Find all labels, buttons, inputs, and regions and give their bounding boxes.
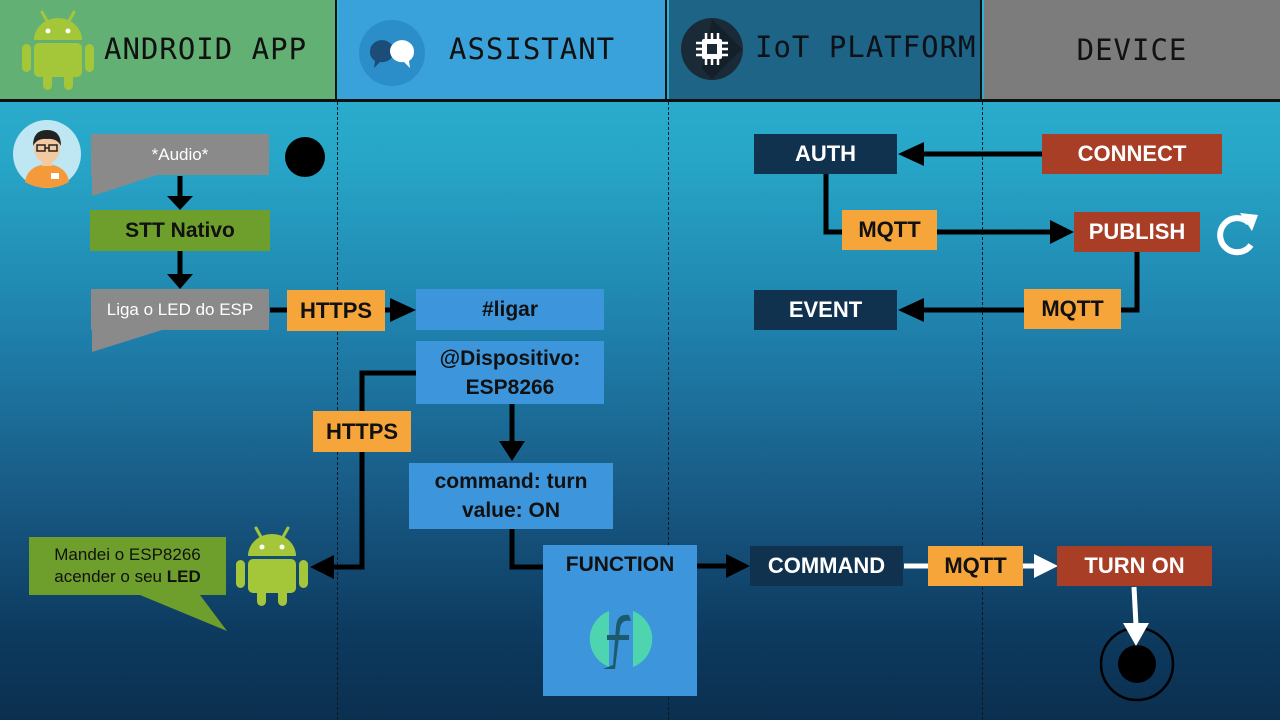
function-label: FUNCTION — [565, 553, 675, 576]
phrase-bubble: Liga o LED do ESP — [91, 289, 269, 330]
lane-title-iot: IoT PLATFORM — [755, 30, 977, 64]
audio-bubble-tail — [92, 170, 160, 196]
command-iot-box: COMMAND — [750, 546, 903, 586]
command-box: command: turn value: ON — [409, 463, 613, 529]
android-icon — [236, 526, 308, 606]
lane-divider — [668, 102, 669, 720]
lane-title-assistant: ASSISTANT — [449, 32, 616, 66]
refresh-icon — [1217, 213, 1258, 256]
mqtt-publish-label: MQTT — [842, 210, 937, 250]
connect-box: CONNECT — [1042, 134, 1222, 174]
end-node-inner — [1118, 645, 1156, 683]
lane-header-android: ANDROID APP — [0, 0, 337, 100]
https-request-label: HTTPS — [287, 290, 385, 331]
entity-box: @Dispositivo: ESP8266 — [416, 341, 604, 404]
start-node — [285, 137, 325, 177]
turn-on-box: TURN ON — [1057, 546, 1212, 586]
function-box: FUNCTION — [543, 545, 697, 696]
chip-icon — [681, 18, 743, 80]
lane-title-device: DEVICE — [1076, 33, 1188, 67]
phrase-bubble-tail — [92, 328, 162, 352]
reply-text: Mandei o ESP8266 acender o seu LED — [54, 545, 201, 586]
chat-bubbles-icon — [359, 20, 425, 86]
reply-bubble-tail — [140, 595, 227, 631]
lane-header-device: DEVICE — [984, 0, 1280, 100]
reply-bubble: Mandei o ESP8266 acender o seu LED — [29, 537, 226, 595]
lane-header-iot: IoT PLATFORM — [669, 0, 982, 100]
intent-box: #ligar — [416, 289, 604, 330]
lane-divider — [982, 102, 983, 720]
mqtt-command-label: MQTT — [928, 546, 1023, 586]
stt-box: STT Nativo — [90, 210, 270, 251]
publish-box: PUBLISH — [1074, 212, 1200, 252]
function-logo-icon — [589, 611, 653, 669]
audio-bubble: *Audio* — [91, 134, 269, 175]
https-response-label: HTTPS — [313, 411, 411, 452]
header-divider — [0, 99, 1280, 102]
lane-title-android: ANDROID APP — [104, 32, 308, 66]
auth-box: AUTH — [754, 134, 897, 174]
android-icon — [22, 10, 94, 90]
event-box: EVENT — [754, 290, 897, 330]
mqtt-event-label: MQTT — [1024, 289, 1121, 329]
user-avatar-icon — [13, 120, 81, 188]
lane-header-assistant: ASSISTANT — [339, 0, 667, 100]
